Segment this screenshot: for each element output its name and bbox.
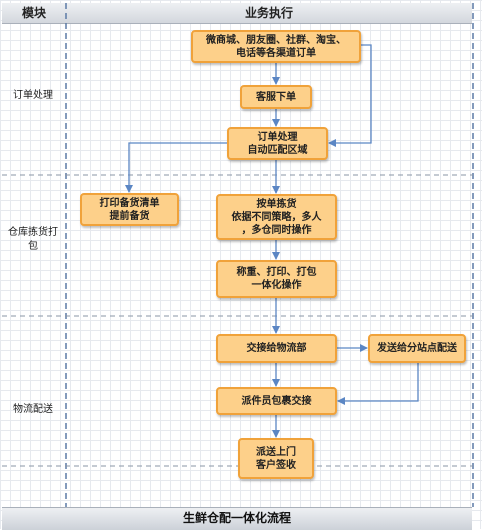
diagram-title: 生鲜仓配一体化流程: [182, 511, 291, 525]
lane-label-order-processing: 订单处理: [13, 90, 53, 101]
node-dispatch-to-site: 发送给分站点配送: [368, 334, 466, 363]
connector-processing-to-print: [125, 142, 227, 193]
node-order-processing: 订单处理 自动匹配区域: [227, 127, 328, 160]
business-column-header: 业务执行: [244, 6, 293, 20]
node-channel-orders: 微商城、朋友圈、社群、淘宝、 电话等各渠道订单: [191, 30, 361, 63]
node-print-stock-list: 打印备货清单 提前备货: [80, 193, 179, 226]
node-home-delivery: 派送上门 客户签收: [238, 438, 314, 479]
connector-channel-to-processing: [328, 44, 372, 147]
node-order-picking: 按单拣货 依据不同策略，多人 ，多仓同时操作: [216, 194, 337, 240]
header-bar: [2, 3, 472, 24]
lane-label-logistics: 物流配送: [13, 404, 53, 415]
node-courier-handover: 派件员包裹交接: [216, 387, 337, 415]
node-weigh-print-pack: 称重、打印、打包 一体化操作: [216, 260, 337, 298]
node-handover-logistics: 交接给物流部: [216, 334, 337, 363]
module-column-header: 模块: [21, 6, 46, 20]
lane-label-warehouse-picking: 仓库拣货打 包: [8, 227, 58, 252]
node-customer-service-order: 客服下单: [240, 85, 312, 109]
connector-dispatch-to-courier: [337, 362, 419, 405]
footer-bar: [2, 507, 472, 530]
